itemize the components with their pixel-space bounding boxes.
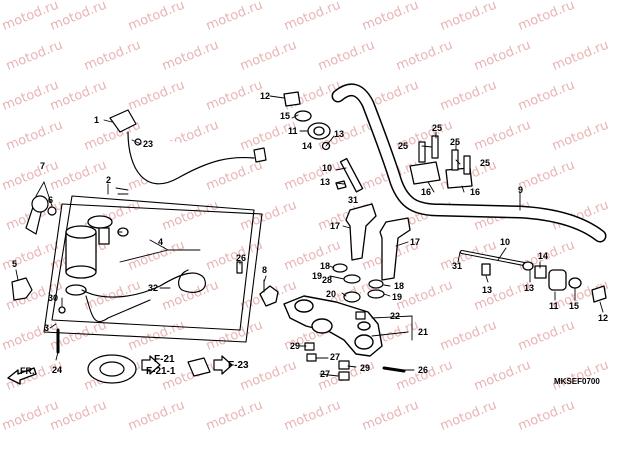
callout-21: 21	[418, 327, 429, 337]
callout-25-a: 25	[432, 123, 443, 133]
callout-14-left: 14	[302, 141, 313, 151]
callout-13-top: 13	[334, 129, 345, 139]
stem-nut-assembly	[283, 91, 364, 193]
switch-connector	[11, 277, 33, 301]
callout-11-top: 11	[288, 126, 298, 136]
callout-26-right: 26	[418, 365, 429, 375]
callout-25-d: 25	[480, 158, 491, 168]
callout-15-right: 15	[569, 301, 580, 311]
callout-9: 9	[518, 185, 524, 195]
handle-holder-upper	[409, 161, 473, 189]
callout-23: 23	[143, 139, 154, 149]
diagram-code: MKSEF0700	[554, 377, 600, 386]
leader-lines	[15, 95, 604, 377]
front-indicator: FR.	[20, 366, 35, 376]
clamp-bushing	[332, 263, 385, 303]
callout-29-left: 29	[290, 341, 301, 351]
cross-ref-f23: F-23	[228, 360, 249, 371]
callout-3: 3	[44, 323, 50, 333]
front-arrow	[7, 367, 37, 385]
callout-24: 24	[52, 365, 63, 375]
cross-ref-f21: F-21	[154, 354, 175, 365]
callout-17-right: 17	[410, 237, 421, 247]
callout-11-right: 11	[549, 301, 559, 311]
callout-17-left: 17	[330, 221, 341, 231]
callout-16-a: 16	[421, 187, 432, 197]
callout-28: 28	[322, 275, 333, 285]
callout-31-top: 31	[348, 195, 359, 205]
callout-13-right-a: 13	[482, 285, 493, 295]
callout-27-bottom: 27	[320, 369, 331, 379]
handle-pipe-clamp	[345, 203, 411, 281]
bracket	[259, 285, 279, 307]
callout-12-right: 12	[598, 313, 609, 323]
callout-19-left: 19	[312, 271, 323, 281]
callout-14-right: 14	[538, 251, 549, 261]
ignition-switch-box	[43, 195, 263, 343]
right-pipe-assembly	[460, 250, 607, 303]
cross-ref-parts	[87, 354, 211, 384]
fork-top-bridge	[283, 295, 383, 357]
callout-10-right: 10	[500, 237, 511, 247]
bridge-fasteners	[304, 311, 406, 381]
callout-4: 4	[158, 237, 164, 247]
callout-2: 2	[106, 175, 112, 185]
callout-7: 7	[40, 161, 46, 171]
switch-harness	[81, 269, 206, 298]
callout-16-b: 16	[470, 187, 481, 197]
callout-30: 30	[48, 293, 59, 303]
callout-12-top: 12	[260, 91, 271, 101]
callout-15-top: 15	[280, 111, 291, 121]
cross-ref-f21-1: F-21-1	[146, 366, 176, 377]
callout-32: 32	[148, 283, 159, 293]
callout-13-right-b: 13	[524, 283, 535, 293]
callout-19-right: 19	[392, 292, 403, 302]
callout-10-top: 10	[322, 163, 333, 173]
main-harness	[109, 109, 267, 185]
ref-arrows	[141, 355, 233, 375]
callout-5: 5	[12, 259, 18, 269]
callout-26-left: 26	[236, 253, 247, 263]
callout-27-top: 27	[330, 352, 341, 362]
callout-8: 8	[262, 265, 268, 275]
callout-25-c: 25	[450, 137, 461, 147]
callout-25-b: 25	[398, 141, 409, 151]
callout-20: 20	[326, 289, 337, 299]
callout-13-mid: 13	[320, 177, 331, 187]
callout-6: 6	[48, 195, 54, 205]
key	[25, 195, 49, 235]
ignition-switch-body	[58, 215, 129, 314]
callout-18-right: 18	[394, 281, 405, 291]
callout-29-right: 29	[360, 363, 371, 373]
callout-1: 1	[94, 115, 100, 125]
callout-18-left: 18	[320, 261, 331, 271]
callout-31-right: 31	[452, 261, 463, 271]
callout-22: 22	[390, 311, 401, 321]
